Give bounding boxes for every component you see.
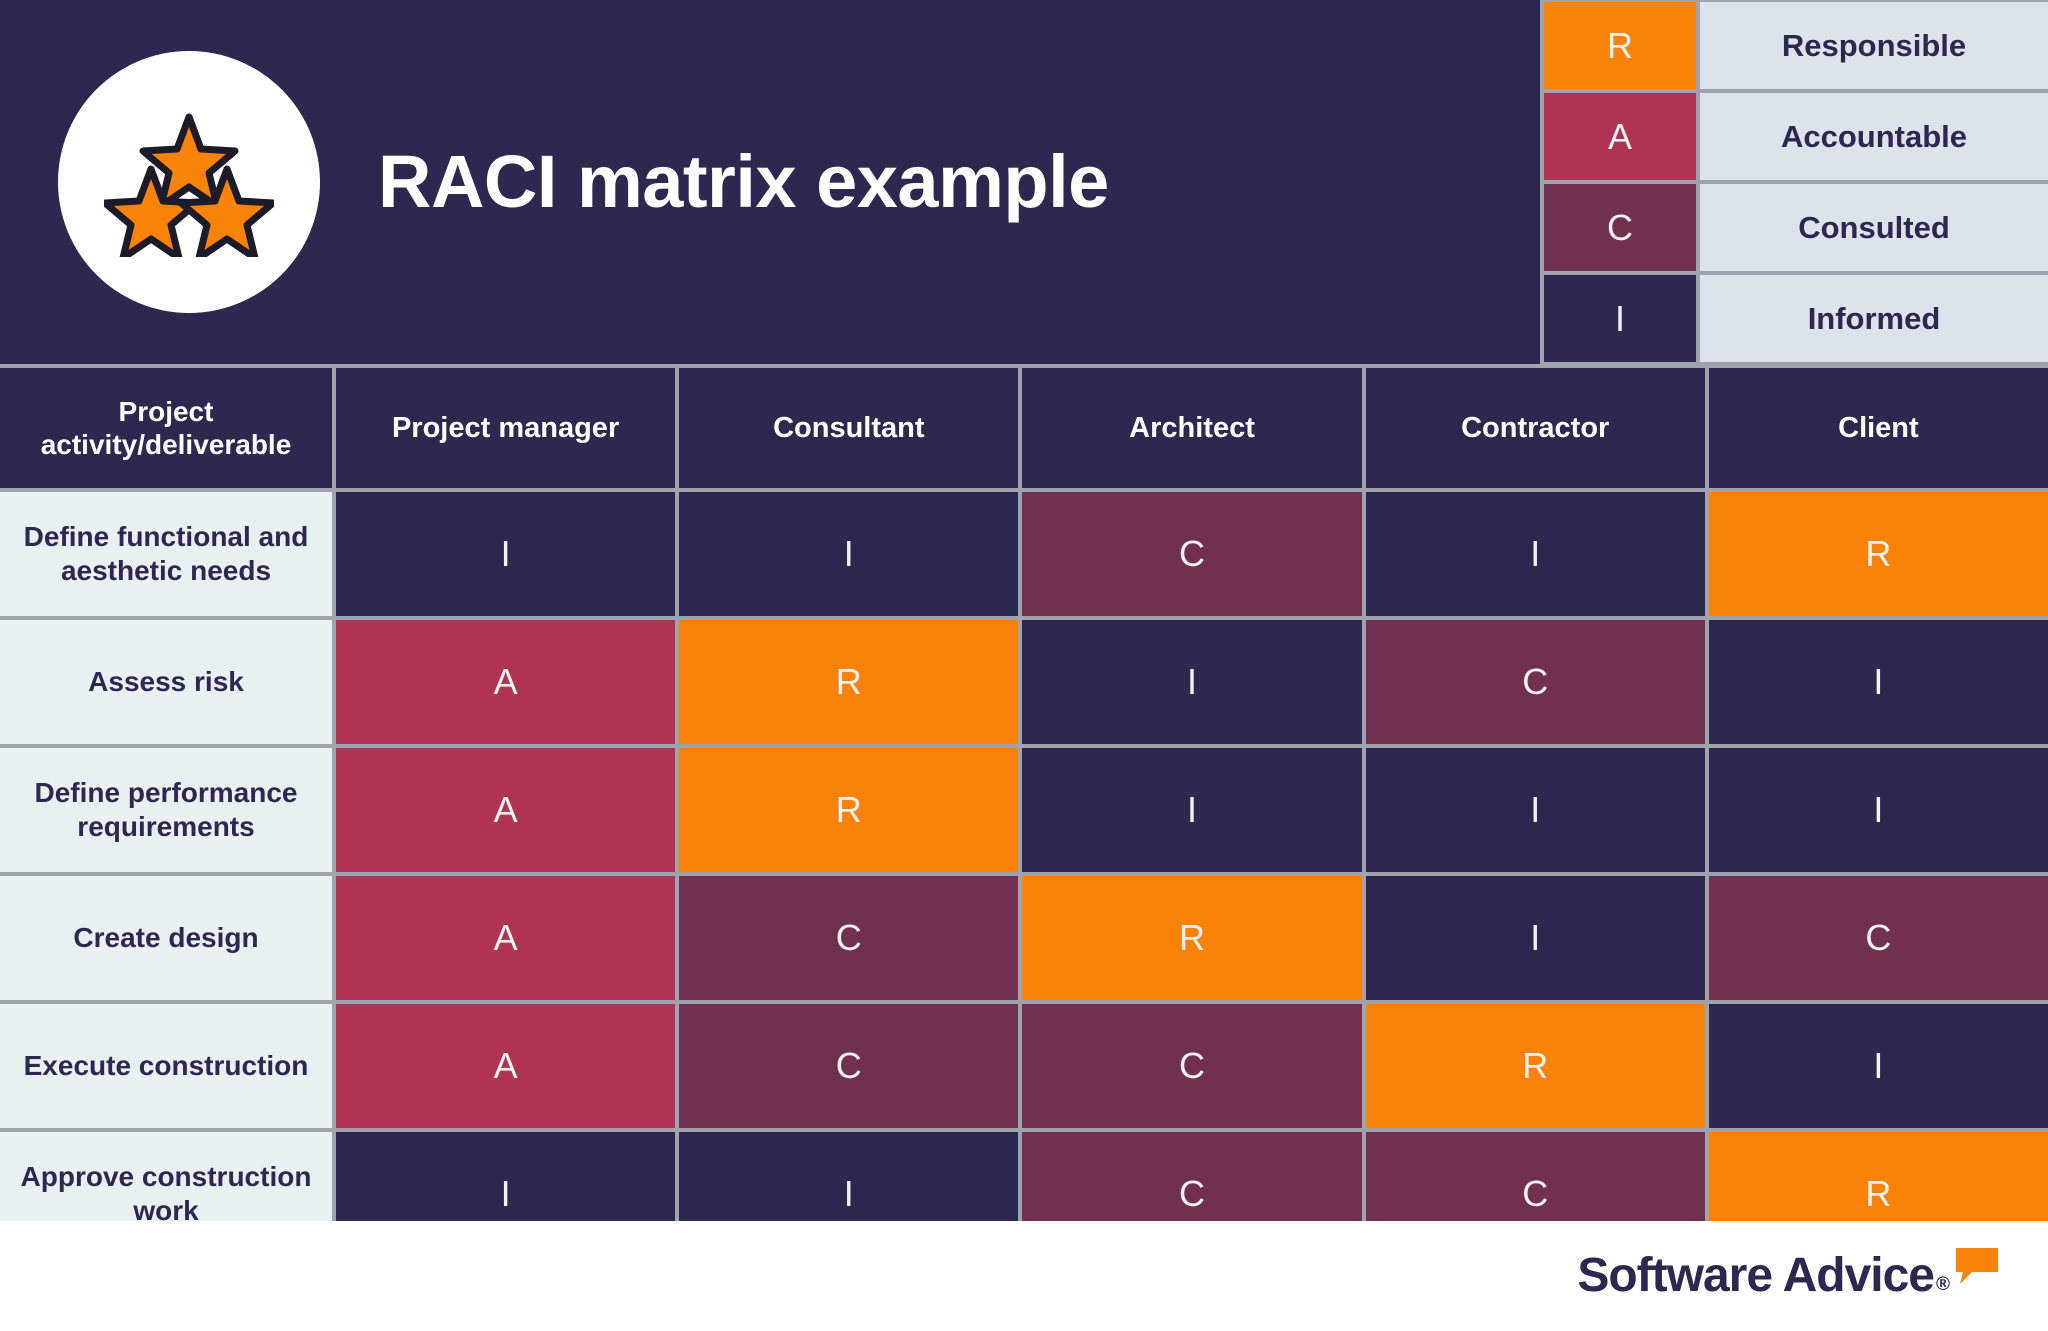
column-header-consultant: Consultant <box>679 368 1019 488</box>
raci-cell: R <box>1365 1004 1705 1128</box>
column-header-contractor: Contractor <box>1365 368 1705 488</box>
column-header-client: Client <box>1708 368 2048 488</box>
speech-bubble-icon <box>1956 1248 1998 1284</box>
row-label: Create design <box>0 876 332 1000</box>
table-row: Assess risk A R I C I <box>0 620 2048 744</box>
table-row: Execute construction A C C R I <box>0 1004 2048 1128</box>
legend-key-a: A <box>1544 93 1696 180</box>
raci-cell: I <box>1708 1004 2048 1128</box>
raci-cell: A <box>336 620 676 744</box>
table-header-row: Project activity/deliverable Project man… <box>0 368 2048 488</box>
raci-cell: I <box>336 492 676 616</box>
table-row: Define performance requirements A R I I … <box>0 748 2048 872</box>
raci-cell: I <box>1365 748 1705 872</box>
raci-cell: C <box>679 1004 1019 1128</box>
raci-cell: R <box>1022 876 1362 1000</box>
raci-cell: R <box>1708 492 2048 616</box>
registered-trademark-icon: ® <box>1936 1274 1950 1295</box>
raci-cell: I <box>1708 748 2048 872</box>
raci-cell: C <box>1022 1004 1362 1128</box>
row-label: Execute construction <box>0 1004 332 1128</box>
raci-cell: I <box>1365 492 1705 616</box>
raci-cell: I <box>1022 748 1362 872</box>
raci-cell: C <box>1365 620 1705 744</box>
raci-cell: I <box>1022 620 1362 744</box>
legend-label-consulted: Consulted <box>1700 184 2048 271</box>
column-header-project-manager: Project manager <box>336 368 676 488</box>
legend: R Responsible A Accountable C Consulted … <box>1540 0 2048 364</box>
raci-cell: A <box>336 748 676 872</box>
legend-label-informed: Informed <box>1700 275 2048 362</box>
raci-cell: C <box>679 876 1019 1000</box>
legend-item-accountable: A Accountable <box>1544 93 2048 180</box>
legend-label-responsible: Responsible <box>1700 2 2048 89</box>
column-header-architect: Architect <box>1022 368 1362 488</box>
legend-item-consulted: C Consulted <box>1544 184 2048 271</box>
raci-cell: C <box>1022 492 1362 616</box>
raci-cell: R <box>679 620 1019 744</box>
row-label: Assess risk <box>0 620 332 744</box>
table-row: Create design A C R I C <box>0 876 2048 1000</box>
legend-key-r: R <box>1544 2 1696 89</box>
column-header-activity: Project activity/deliverable <box>0 368 332 488</box>
brand-name: Software Advice <box>1577 1249 1935 1302</box>
page-title: RACI matrix example <box>378 140 1109 224</box>
raci-cell: A <box>336 876 676 1000</box>
raci-cell: I <box>1708 620 2048 744</box>
footer: Software Advice ® <box>0 1221 2048 1331</box>
row-label: Define functional and aesthetic needs <box>0 492 332 616</box>
raci-cell: C <box>1708 876 2048 1000</box>
legend-label-accountable: Accountable <box>1700 93 2048 180</box>
legend-key-i: I <box>1544 275 1696 362</box>
three-stars-logo <box>58 51 320 313</box>
legend-key-c: C <box>1544 184 1696 271</box>
raci-table: Project activity/deliverable Project man… <box>0 364 2048 1260</box>
raci-cell: I <box>679 492 1019 616</box>
software-advice-logo: Software Advice ® <box>1577 1248 2000 1302</box>
row-label: Define performance requirements <box>0 748 332 872</box>
legend-item-responsible: R Responsible <box>1544 2 2048 89</box>
raci-cell: A <box>336 1004 676 1128</box>
stars-icon <box>104 113 274 257</box>
raci-cell: I <box>1365 876 1705 1000</box>
header-banner: RACI matrix example <box>0 0 1540 364</box>
legend-item-informed: I Informed <box>1544 275 2048 362</box>
table-row: Define functional and aesthetic needs I … <box>0 492 2048 616</box>
raci-cell: R <box>679 748 1019 872</box>
